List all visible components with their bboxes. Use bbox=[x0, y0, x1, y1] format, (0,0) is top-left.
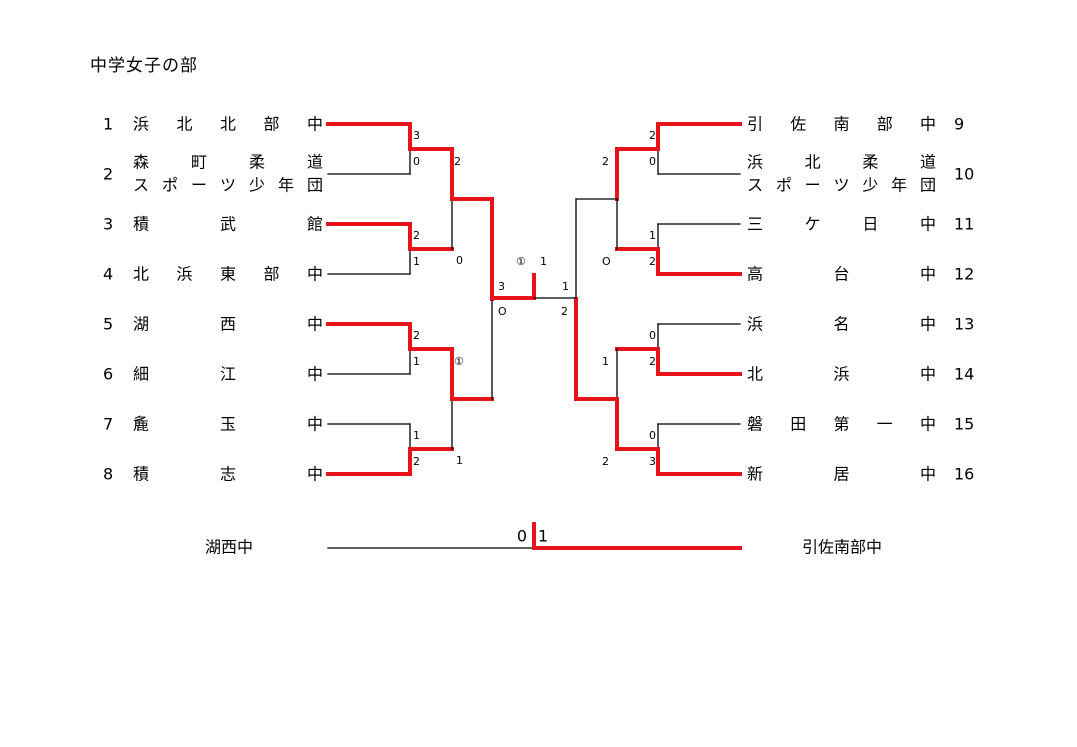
team-seed: 15 bbox=[954, 415, 974, 434]
match-score: 3 bbox=[649, 455, 656, 468]
match-score: 1 bbox=[602, 355, 609, 368]
team-seed: 3 bbox=[103, 215, 113, 234]
team-seed: 10 bbox=[954, 165, 974, 184]
match-score: 0 bbox=[413, 155, 420, 168]
match-score: 0 bbox=[649, 429, 656, 442]
match-score: 0 bbox=[456, 254, 463, 267]
match-score: 3 bbox=[413, 129, 420, 142]
team-seed: 11 bbox=[954, 215, 974, 234]
team-name: 磐田第一中 bbox=[747, 415, 936, 434]
team-name: 積武館 bbox=[133, 215, 323, 234]
team-seed: 9 bbox=[954, 115, 964, 134]
team-name-line2: スポーツ少年団 bbox=[133, 176, 323, 195]
team-seed: 6 bbox=[103, 365, 113, 384]
team-seed: 14 bbox=[954, 365, 974, 384]
match-score: 1 bbox=[649, 229, 656, 242]
match-score: 2 bbox=[602, 455, 609, 468]
match-score: ① bbox=[516, 255, 526, 268]
team-name: 高台中 bbox=[747, 265, 936, 284]
team-seed: 4 bbox=[103, 265, 113, 284]
team-name: 北浜東部中 bbox=[133, 265, 323, 284]
team-name: 三ケ日中 bbox=[747, 215, 936, 234]
final-score: 0 bbox=[517, 527, 527, 546]
team-seed: 2 bbox=[103, 165, 113, 184]
match-score: 1 bbox=[413, 255, 420, 268]
team-name: 新居中 bbox=[747, 465, 936, 484]
match-score: 1 bbox=[413, 355, 420, 368]
match-score: 0 bbox=[649, 155, 656, 168]
match-score: O bbox=[602, 255, 611, 268]
team-name-line2: スポーツ少年団 bbox=[747, 176, 936, 195]
match-score: 2 bbox=[413, 229, 420, 242]
final-score: 1 bbox=[538, 527, 548, 546]
match-score: 2 bbox=[413, 329, 420, 342]
team-name: 積志中 bbox=[133, 465, 323, 484]
page-title: 中学女子の部 bbox=[90, 56, 198, 76]
team-name: 北浜中 bbox=[747, 365, 936, 384]
team-seed: 5 bbox=[103, 315, 113, 334]
team-seed: 12 bbox=[954, 265, 974, 284]
match-score: 1 bbox=[456, 454, 463, 467]
team-name: 森町柔道 bbox=[133, 153, 323, 172]
team-name: 浜名中 bbox=[747, 315, 936, 334]
team-seed: 16 bbox=[954, 465, 974, 484]
match-score: 2 bbox=[454, 155, 461, 168]
match-score: 3 bbox=[498, 280, 505, 293]
match-score: 2 bbox=[413, 455, 420, 468]
team-name: 麁玉中 bbox=[133, 415, 323, 434]
match-score: 2 bbox=[649, 355, 656, 368]
match-score: 0 bbox=[649, 329, 656, 342]
match-score: 2 bbox=[561, 305, 568, 318]
team-seed: 8 bbox=[103, 465, 113, 484]
team-seed: 13 bbox=[954, 315, 974, 334]
team-name: 湖西中 bbox=[133, 315, 323, 334]
final-left-team: 湖西中 bbox=[205, 538, 253, 557]
match-score: ① bbox=[454, 355, 464, 368]
match-score: 2 bbox=[649, 255, 656, 268]
team-name: 浜北北部中 bbox=[133, 115, 323, 134]
match-score: 2 bbox=[602, 155, 609, 168]
match-score: 2 bbox=[649, 129, 656, 142]
team-seed: 1 bbox=[103, 115, 113, 134]
team-name: 細江中 bbox=[133, 365, 323, 384]
match-score: O bbox=[498, 305, 507, 318]
final-right-team: 引佐南部中 bbox=[802, 538, 882, 557]
match-score: 1 bbox=[540, 255, 547, 268]
team-seed: 7 bbox=[103, 415, 113, 434]
match-score: 1 bbox=[562, 280, 569, 293]
match-score: 1 bbox=[413, 429, 420, 442]
team-name: 引佐南部中 bbox=[747, 115, 936, 134]
team-name: 浜北柔道 bbox=[747, 153, 936, 172]
